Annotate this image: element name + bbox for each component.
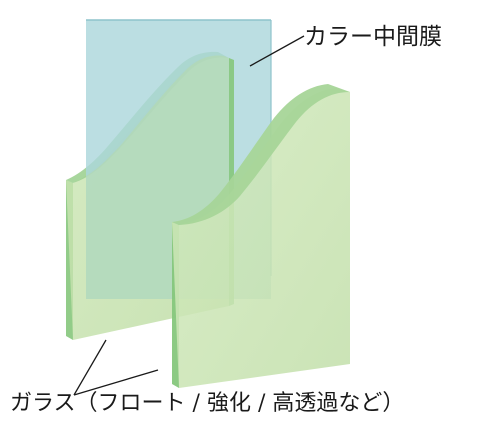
interlayer-leader-line [249, 35, 305, 67]
interlayer-label: カラー中間膜 [304, 24, 442, 50]
glass-label: ガラス（フロート / 強化 / 高透過など） [10, 391, 405, 416]
glass-pane-front [172, 84, 350, 388]
glass-leader-lines [73, 339, 159, 396]
